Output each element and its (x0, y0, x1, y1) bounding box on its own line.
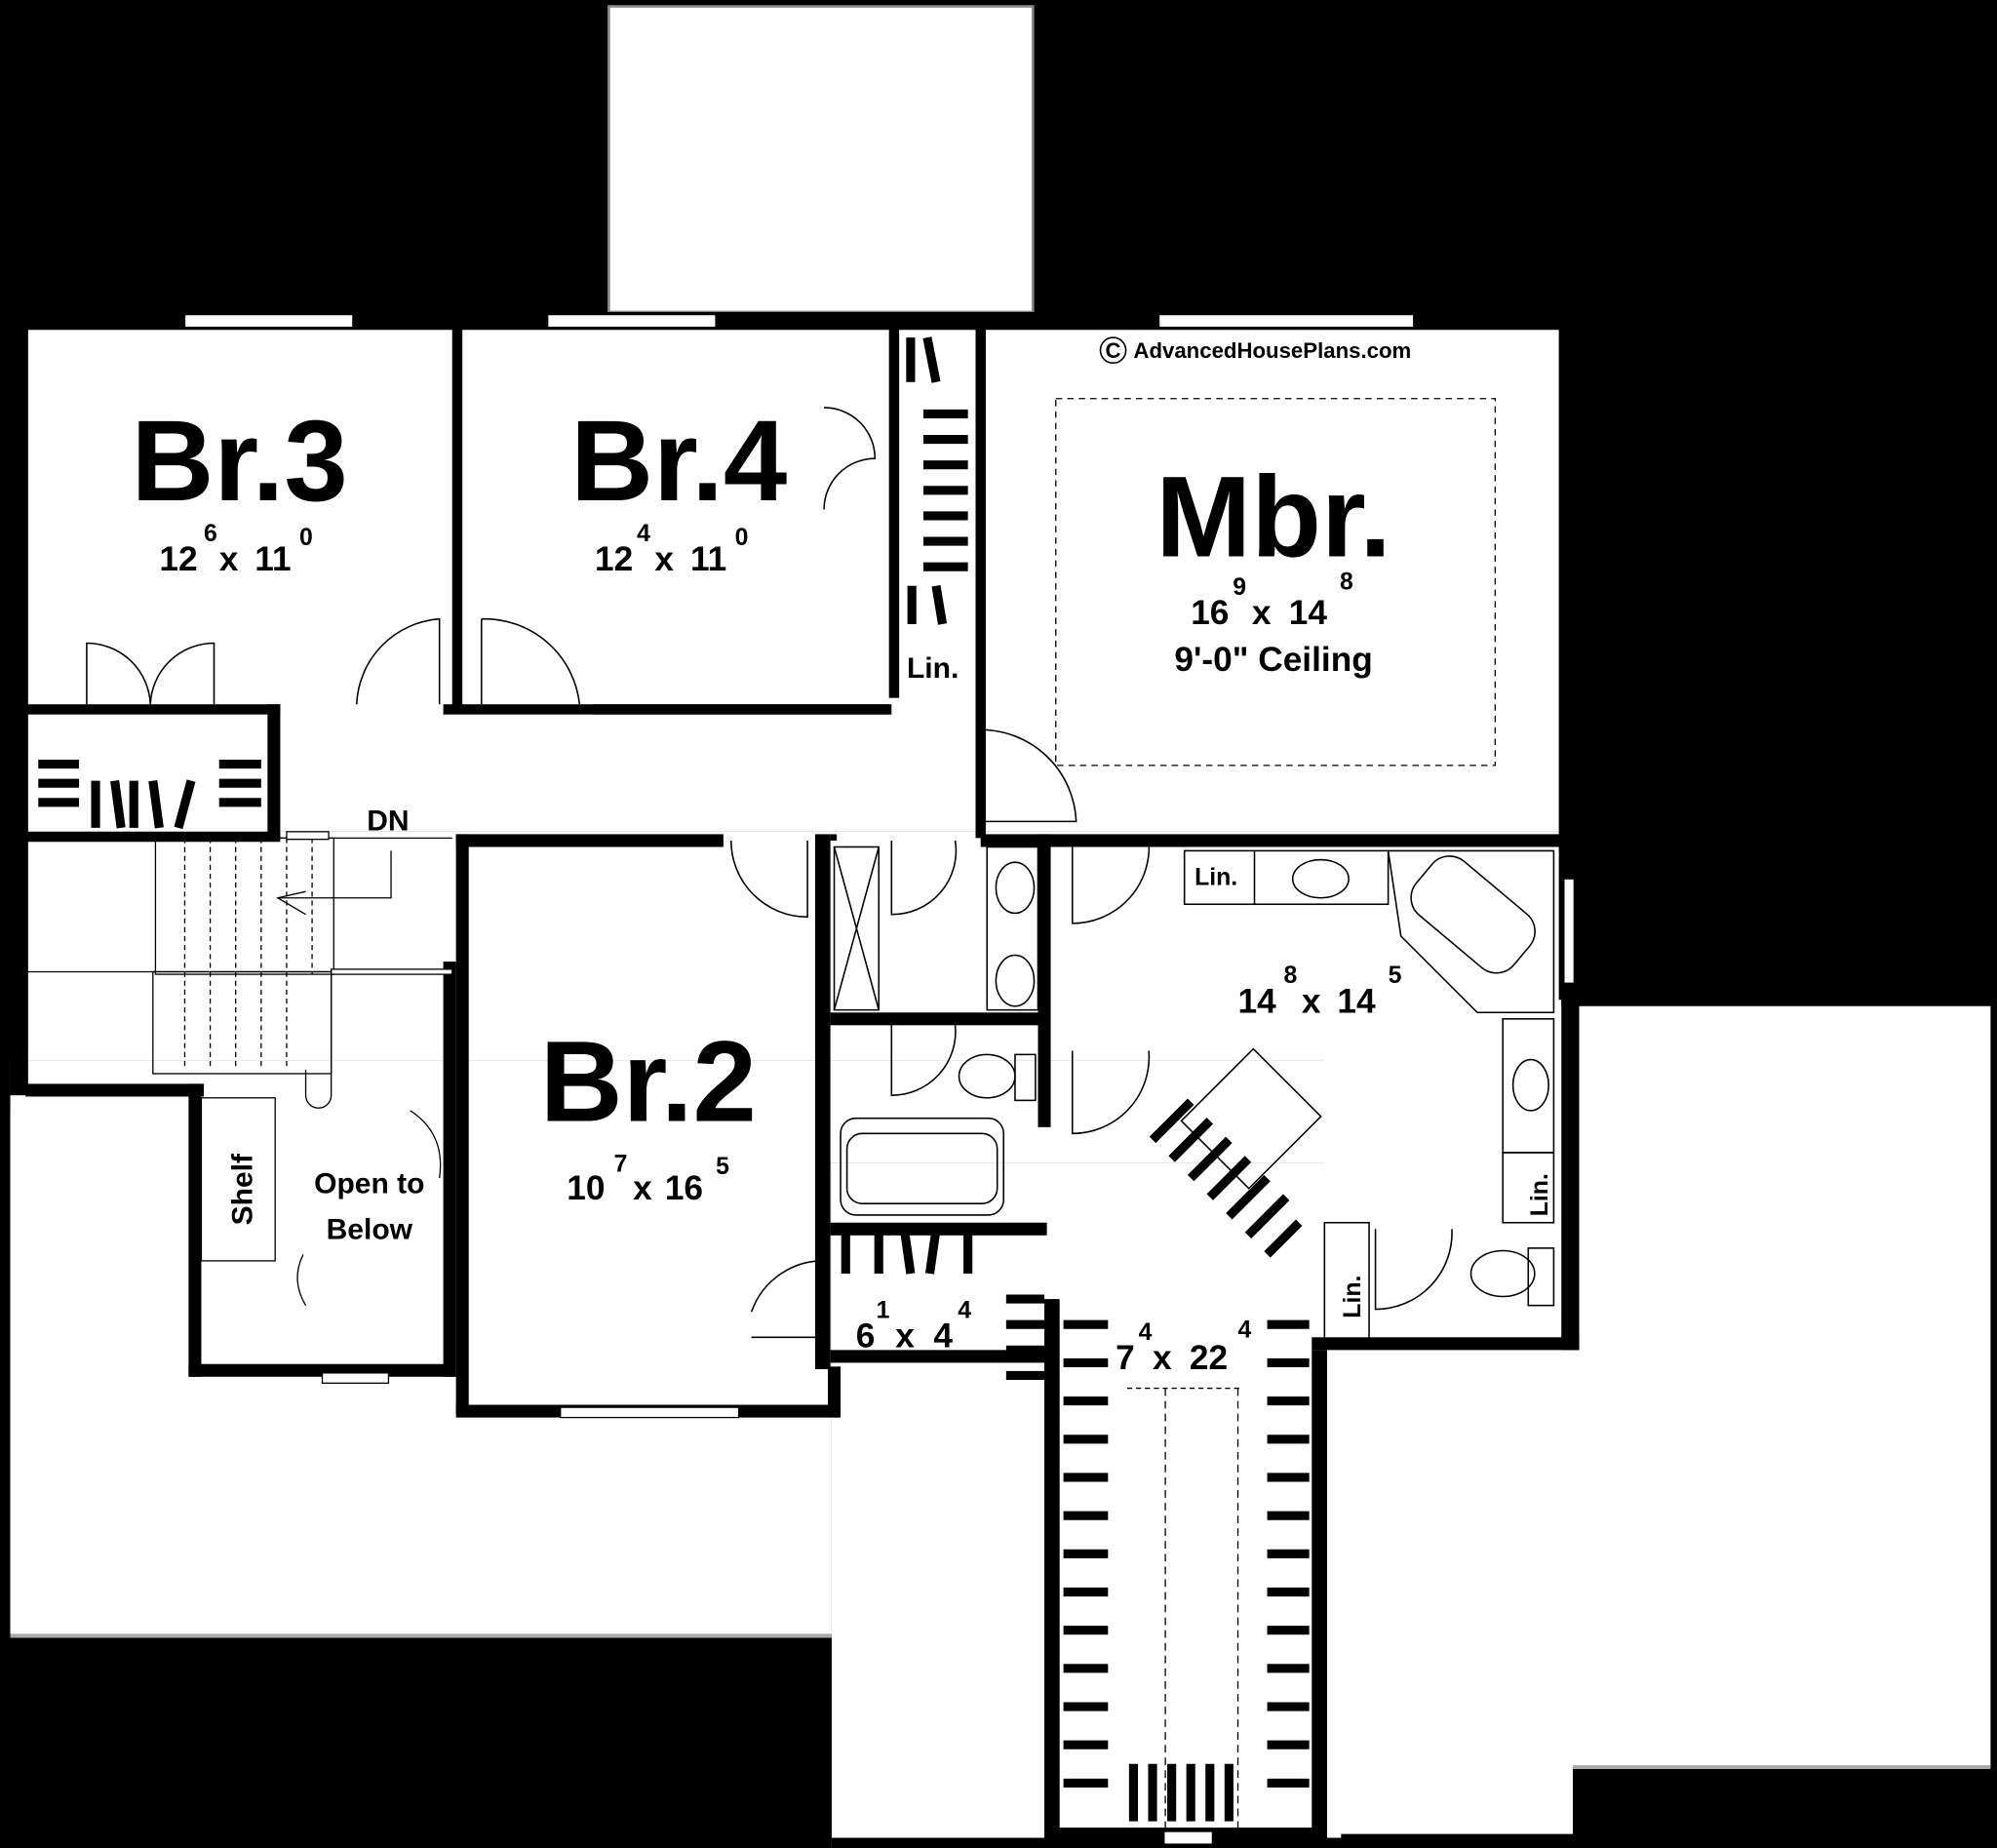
roof-area-top (607, 5, 1035, 314)
linen-label-mbath-right: Lin. (1527, 1173, 1553, 1216)
copyright-icon (1099, 336, 1127, 364)
linen-label-mbath-lower: Lin. (1340, 1276, 1366, 1318)
room-dim-mbr-w: 16 (1191, 594, 1229, 632)
room-dim-br3-w-in: 6 (204, 521, 217, 547)
room-dim-mbath-w: 14 (1238, 982, 1277, 1020)
room-dim-closet-x: x (895, 1317, 915, 1356)
room-dim-wic-w-in: 4 (1139, 1319, 1153, 1346)
room-dim-br3-w: 12 (159, 540, 197, 578)
open-to-below-label-2: Below (327, 1214, 413, 1246)
room-dim-closet-w-in: 1 (877, 1298, 890, 1324)
room-ceiling-mbr: 9'-0" Ceiling (1174, 641, 1372, 679)
room-labels: Br.3 12 6 x 11 0 Br.4 12 4 x 11 0 C Adva… (132, 336, 1553, 1377)
room-dim-mbr-x: x (1252, 594, 1272, 632)
walk-in-closet-island (1126, 1387, 1242, 1834)
room-dim-mbr-d-in: 8 (1340, 570, 1353, 596)
room-dim-mbr-d: 14 (1289, 594, 1328, 632)
room-dim-br4-w: 12 (595, 540, 633, 578)
room-dim-br4-w-in: 4 (637, 521, 650, 547)
room-dim-br4-d-in: 0 (735, 525, 749, 551)
room-dim-br3-d-in: 0 (299, 525, 313, 551)
room-dim-wic-x: x (1153, 1339, 1172, 1377)
room-name-mbr: Mbr. (1155, 453, 1391, 581)
tray-ceiling-outline (1055, 398, 1496, 767)
room-dim-mbath-x: x (1302, 982, 1321, 1020)
closet-shelving (38, 336, 1045, 1381)
linen-label-hall: Lin. (907, 652, 959, 685)
room-dim-br2-w: 10 (567, 1169, 605, 1207)
room-dim-closet-d: 4 (933, 1317, 953, 1356)
watermark: AdvancedHousePlans.com (1133, 338, 1411, 363)
walls (10, 311, 1580, 1848)
room-dim-br2-x: x (633, 1169, 652, 1207)
room-dim-br2-w-in: 7 (614, 1152, 628, 1178)
room-dim-closet-d-in: 4 (958, 1298, 971, 1324)
room-name-br2: Br.2 (540, 1017, 757, 1145)
room-dim-br3-x: x (219, 540, 239, 578)
room-dim-br4-d: 11 (690, 540, 726, 578)
room-dim-mbr-w-in: 9 (1233, 574, 1246, 601)
copyright-symbol: C (1106, 338, 1121, 363)
room-name-br4: Br.4 (570, 397, 787, 525)
room-dim-br2-d: 16 (665, 1169, 703, 1207)
windows (183, 313, 1575, 1845)
room-dim-br3-d: 11 (255, 540, 291, 578)
open-to-below-label-1: Open to (314, 1168, 424, 1200)
shower-hall (833, 845, 881, 1011)
linen-label-mbath-top: Lin. (1194, 865, 1237, 891)
room-dim-br4-x: x (654, 540, 674, 578)
fixtures (833, 845, 1555, 1341)
staircase (25, 831, 453, 1306)
door-swings (86, 407, 1453, 1339)
room-dim-mbath-d: 14 (1337, 982, 1376, 1020)
room-dim-wic-d: 22 (1190, 1339, 1228, 1377)
room-dim-wic-w: 7 (1116, 1339, 1135, 1377)
stairs-down-label: DN (367, 806, 409, 838)
shelf-label: Shelf (227, 1153, 259, 1225)
room-dim-closet-w: 6 (856, 1317, 876, 1356)
room-dim-br2-d-in: 5 (716, 1154, 729, 1180)
room-dim-wic-d-in: 4 (1238, 1317, 1252, 1343)
room-name-br3: Br.3 (132, 397, 348, 525)
walk-in-closet-shelving (1063, 1098, 1310, 1822)
room-dim-mbath-w-in: 8 (1284, 963, 1298, 989)
room-dim-mbath-d-in: 5 (1389, 963, 1402, 989)
